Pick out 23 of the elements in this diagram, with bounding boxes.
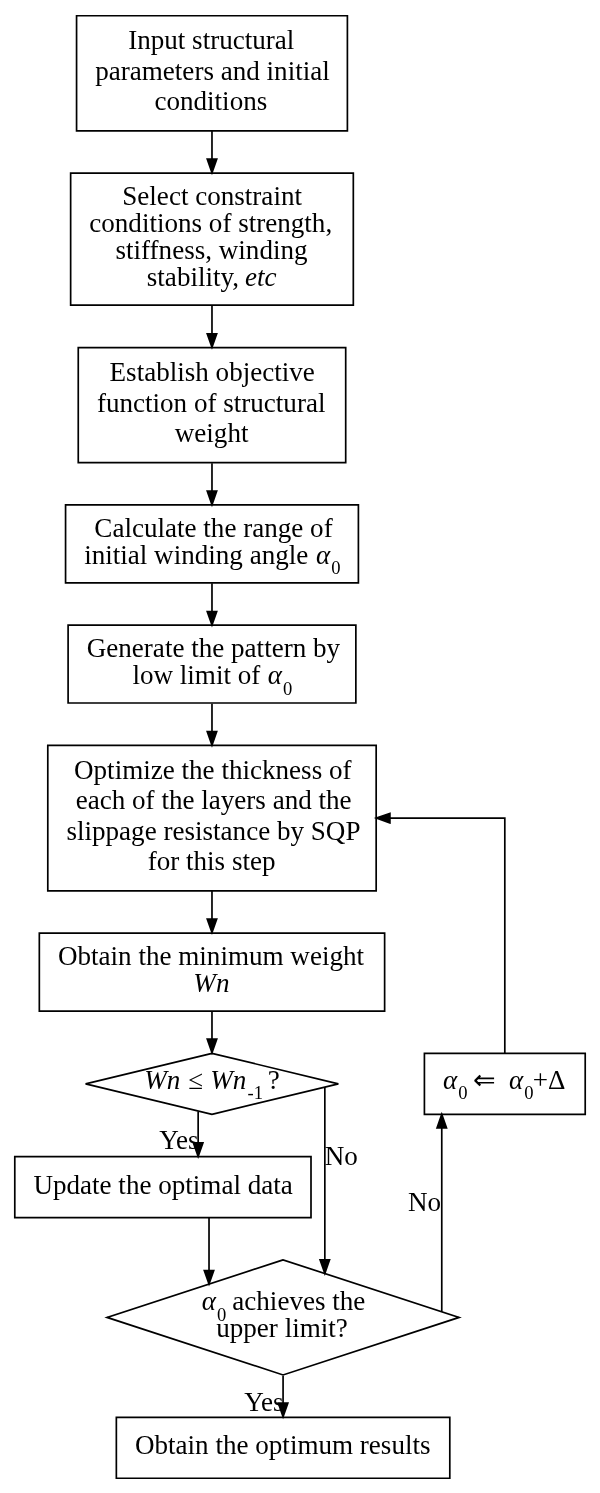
node-box: Generate the pattern by low limit of α$_{0}$ — [67, 623, 357, 704]
arrow — [206, 889, 218, 935]
arrow — [206, 129, 218, 175]
edge-label: No — [407, 1186, 442, 1217]
arrow — [206, 581, 218, 628]
node-box: Obtain the optimum results — [115, 1415, 451, 1479]
arrow — [435, 1111, 448, 1312]
node-diamond: Wn ≤ Wn$_{-1}$ ? — [84, 1052, 340, 1115]
node-box: Obtain the minimum weight Wn — [38, 931, 386, 1012]
node-box: Input structural parameters and initial conditions — [75, 14, 349, 132]
arrow — [206, 461, 218, 507]
arrow — [318, 1085, 331, 1276]
node-box: Optimize the thickness of each of the layers and the slippage resistance by SQP for this step — [46, 743, 377, 892]
node-box: α$_{0}$ ⇐ α$_{0}$+Δ — [423, 1052, 587, 1115]
node-box: Calculate the range of initial winding angle α$_{0}$ — [64, 503, 360, 584]
arrow — [203, 1216, 215, 1287]
arrow — [206, 1009, 218, 1055]
arrow — [206, 702, 218, 748]
arrow — [206, 303, 218, 350]
arrow — [373, 811, 506, 1054]
node-box: Select constraint conditions of strength, stiffness, winding stability, etc — [69, 171, 355, 306]
node-box: Update the optimal data — [13, 1155, 312, 1218]
node-box: Establish objective function of structural weight — [77, 346, 347, 463]
